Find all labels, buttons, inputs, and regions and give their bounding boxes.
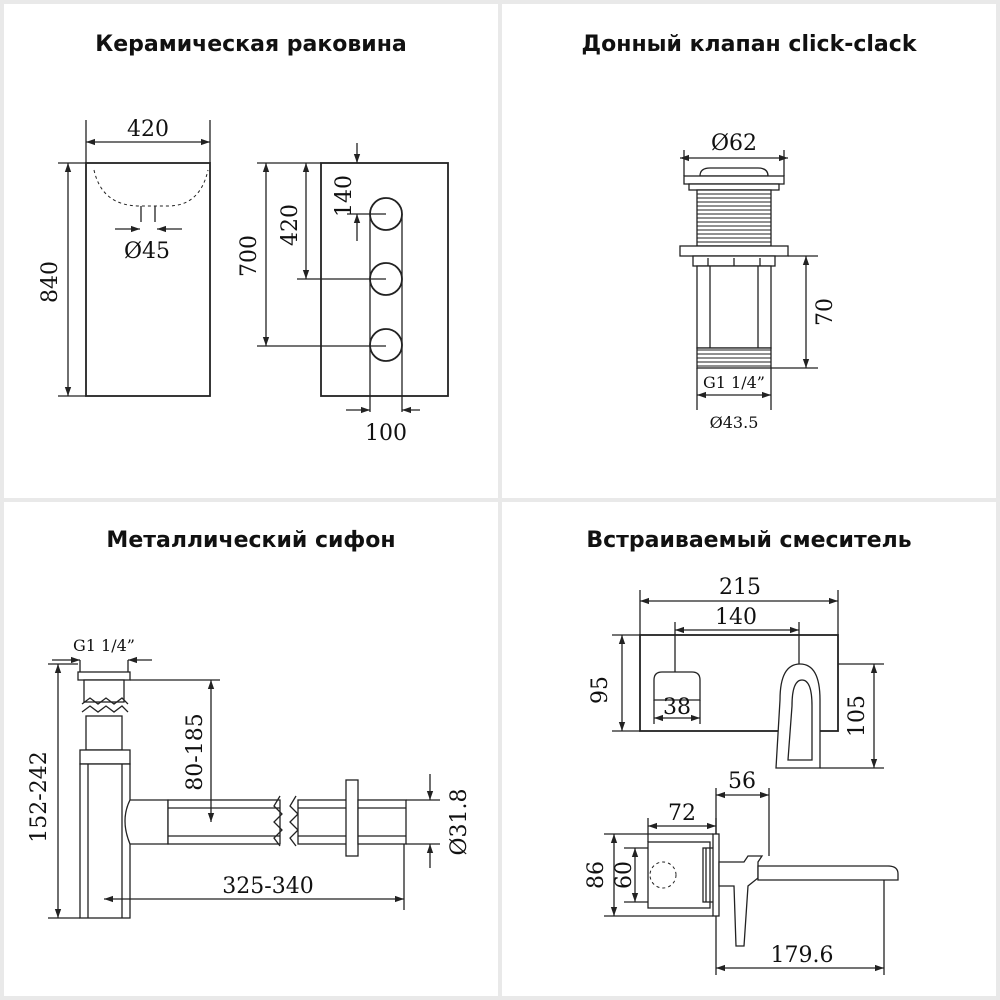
dim-siphon-adjust: 80-185 — [183, 713, 208, 790]
valve-flange — [683, 175, 785, 185]
dim-hole-spacing: 420 — [278, 204, 303, 246]
dim-siphon-pipe-diameter: Ø31.8 — [447, 788, 472, 855]
dim-mixer-body-depth: 72 — [668, 801, 696, 826]
sink-front-outline — [85, 162, 211, 397]
valve-bottom-thread — [696, 347, 772, 369]
siphon-drawing: G1 1/4” — [27, 636, 472, 919]
dim-mixer-inner-height: 60 — [612, 861, 637, 889]
mixer-cartridge-hidden — [649, 861, 677, 889]
dim-lever-height: 105 — [845, 695, 870, 737]
dim-valve-thread: G1 1/4” — [703, 373, 765, 392]
panel-title-siphon: Металлический сифон — [106, 528, 396, 553]
dim-sink-depth: 100 — [365, 421, 407, 446]
dim-valve-outer-diameter: Ø43.5 — [710, 413, 759, 432]
sink-bowl-hidden-line — [93, 169, 209, 207]
mixer-spout — [757, 865, 899, 881]
siphon-break-pipe — [273, 795, 283, 847]
dim-lever-offset: 140 — [715, 605, 757, 630]
dim-plate-width: 215 — [719, 575, 761, 600]
dim-sink-drain: Ø45 — [124, 239, 170, 264]
dim-siphon-length: 325-340 — [222, 874, 313, 899]
valve-tube — [696, 265, 772, 349]
dim-top-offset: 140 — [332, 175, 357, 217]
valve-drawing: Ø62 70 G1 1/4” Ø43.5 — [679, 131, 838, 432]
hole-circle-bottom — [369, 328, 403, 362]
siphon-wall-flange — [345, 779, 359, 857]
panel-title-valve: Донный клапан click-clack — [581, 32, 917, 57]
dim-plate-height: 95 — [588, 676, 613, 704]
panel-ceramic-sink: Керамическая раковина 420 840 Ø45 — [4, 4, 498, 498]
mixer-front-plate — [639, 634, 839, 732]
siphon-top-nut — [77, 671, 131, 681]
sink-drain-neck — [140, 206, 156, 222]
valve-nut — [679, 245, 789, 257]
dim-siphon-thread: G1 1/4” — [73, 636, 135, 655]
siphon-break-top — [81, 697, 129, 705]
sink-drawing: 420 840 Ø45 700 420 140 — [38, 117, 449, 446]
dim-valve-diameter: Ø62 — [711, 131, 757, 156]
panel-title-sink: Керамическая раковина — [95, 32, 407, 57]
dim-siphon-height: 152-242 — [27, 751, 52, 842]
dim-spout-length: 179.6 — [771, 943, 834, 968]
dim-knob-width: 38 — [663, 695, 691, 720]
dim-sink-side-height: 700 — [237, 235, 262, 277]
dim-mixer-depth: 56 — [728, 769, 756, 794]
dim-sink-height: 840 — [38, 261, 63, 303]
siphon-horizontal-pipe — [167, 799, 281, 845]
siphon-vertical-tube — [85, 715, 123, 751]
valve-thread-body — [696, 189, 772, 247]
mixer-body-side — [647, 841, 711, 909]
dim-sink-width: 420 — [127, 117, 169, 142]
panel-drain-valve: Донный клапан click-clack — [502, 4, 996, 498]
valve-cap — [699, 167, 769, 177]
panel-title-mixer: Встраиваемый смеситель — [586, 528, 912, 553]
dim-mixer-outer-height: 86 — [584, 861, 609, 889]
siphon-elbow — [124, 799, 169, 845]
mixer-handle-side — [718, 855, 764, 947]
mixer-knob — [653, 671, 701, 701]
panel-metal-siphon: Металлический сифон G1 1/4” — [4, 502, 498, 996]
mixer-wall-plate-side — [712, 833, 720, 917]
mixer-drawing: 215 140 95 105 38 — [584, 575, 899, 975]
panel-built-in-mixer: Встраиваемый смеситель 215 140 — [502, 502, 996, 996]
dim-valve-height: 70 — [813, 298, 838, 326]
